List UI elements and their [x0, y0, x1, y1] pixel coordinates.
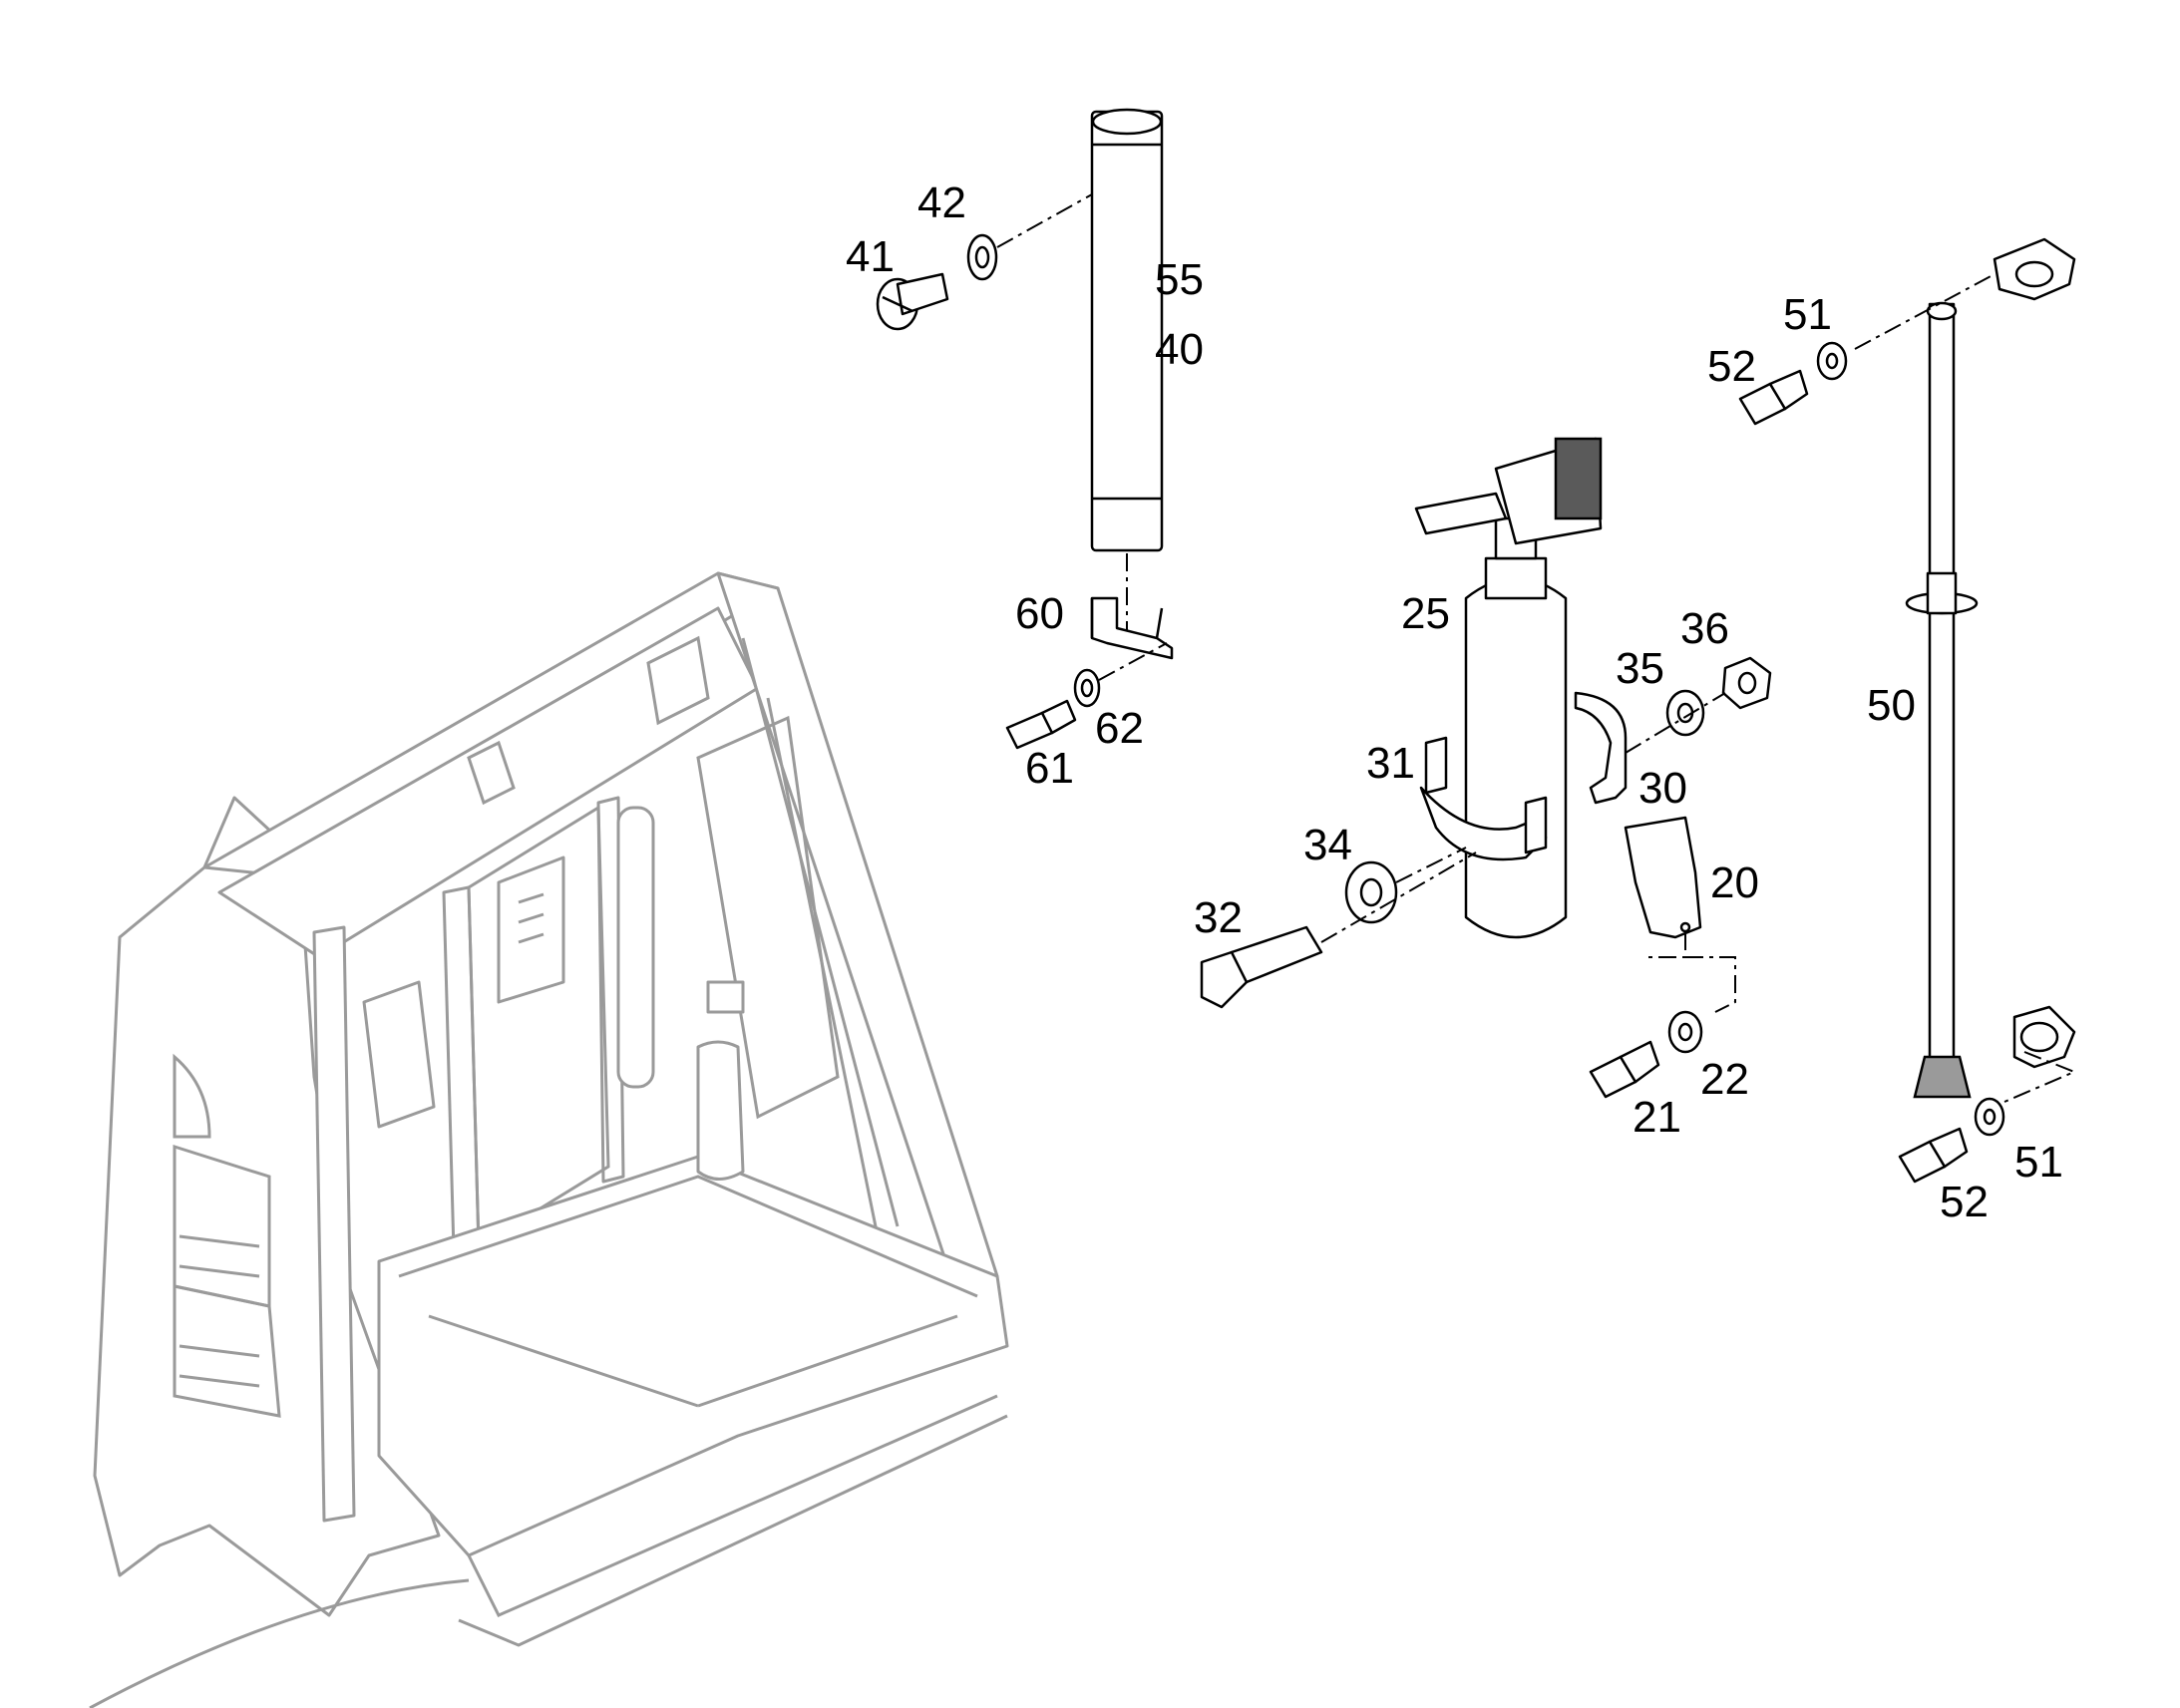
callout-52-top: 52: [1707, 342, 1756, 391]
callout-36: 36: [1680, 604, 1729, 653]
rod-50: [1905, 301, 1979, 1099]
callout-62: 62: [1095, 704, 1144, 753]
callout-21: 21: [1633, 1093, 1681, 1142]
washer-62: [1073, 668, 1101, 708]
callout-52-bottom: 52: [1940, 1178, 1989, 1226]
screw-52-bottom: [1898, 1127, 1969, 1184]
washer-22: [1667, 1010, 1703, 1054]
callout-20: 20: [1710, 858, 1759, 907]
holder-bracket: [1090, 596, 1174, 660]
washer-51-top: [1816, 341, 1848, 381]
screw-61: [1005, 699, 1077, 750]
callout-34: 34: [1303, 821, 1352, 869]
washer-51-bottom: [1974, 1097, 2005, 1137]
callout-25: 25: [1401, 589, 1450, 638]
washer-34: [1344, 860, 1398, 924]
clamp-30: [1574, 691, 1628, 805]
screw-21: [1589, 1040, 1660, 1099]
callout-60: 60: [1015, 589, 1064, 638]
callout-55: 55: [1155, 255, 1204, 304]
callout-41: 41: [846, 232, 895, 281]
callout-61: 61: [1025, 744, 1074, 793]
callout-40: 40: [1155, 325, 1204, 374]
fire-extinguisher-25: [1414, 437, 1603, 939]
clip-bottom: [2012, 1005, 2076, 1069]
callout-30: 30: [1638, 764, 1687, 813]
tube-assembly: [1090, 108, 1164, 638]
callout-labels: 42 41 55 40 60 62 61 25 35 36 31 30 34 2…: [846, 178, 2063, 1226]
callout-32: 32: [1194, 893, 1243, 942]
callout-42: 42: [917, 178, 966, 227]
bracket-plate-20: [1624, 816, 1702, 939]
cab-frame: [89, 571, 1009, 1708]
washer-35: [1665, 689, 1705, 737]
callout-50: 50: [1867, 681, 1916, 730]
callout-22: 22: [1700, 1055, 1749, 1104]
clip-top: [1993, 237, 2076, 301]
callout-51-top: 51: [1783, 290, 1832, 339]
callout-35: 35: [1616, 644, 1664, 693]
clamp-31: [1419, 736, 1548, 861]
callout-51-bottom: 51: [2014, 1138, 2063, 1187]
callout-31: 31: [1366, 739, 1415, 788]
washer-42: [966, 233, 998, 281]
nut-36: [1721, 656, 1772, 710]
screw-41: [876, 272, 949, 331]
screw-52-top: [1738, 369, 1809, 426]
bolt-32: [1200, 925, 1323, 1009]
